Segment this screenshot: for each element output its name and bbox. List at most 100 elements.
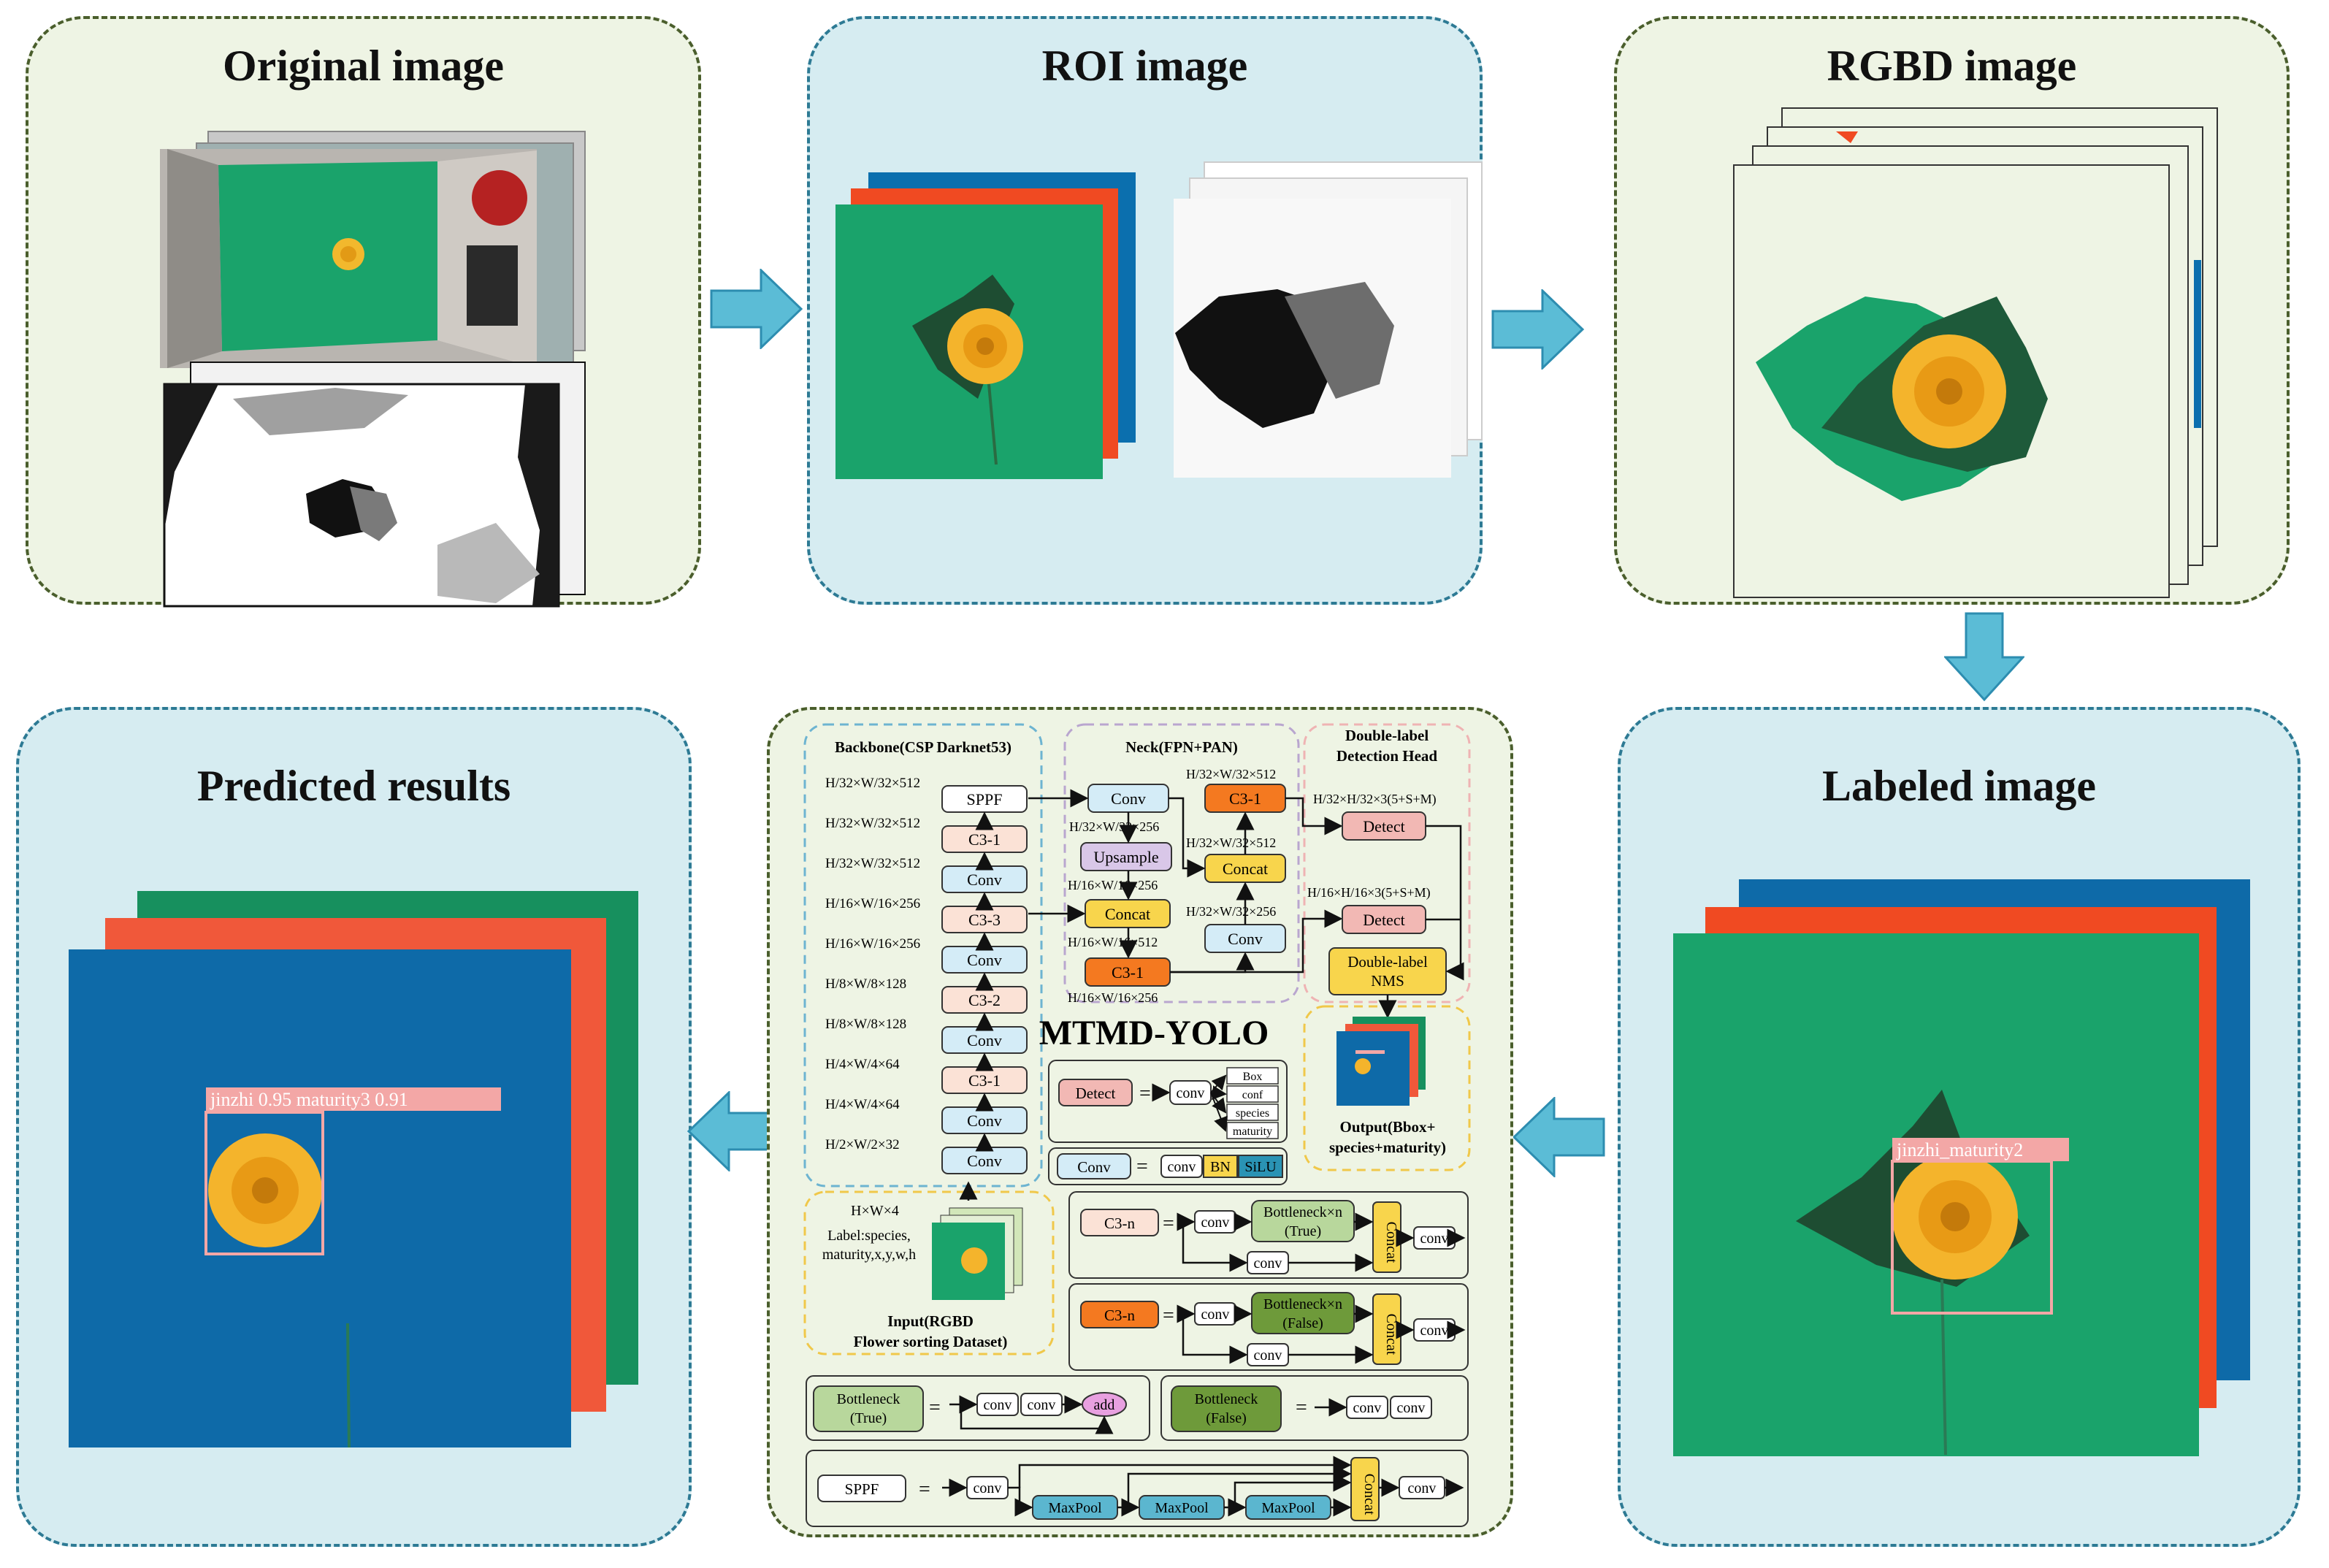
backbone-title: Backbone(CSP Darknet53) xyxy=(835,738,1011,756)
svg-text:conv: conv xyxy=(1201,1215,1230,1231)
svg-text:=: = xyxy=(1136,1155,1148,1178)
backbone-block-label: C3-2 xyxy=(968,991,1001,1009)
arrow-right-2 xyxy=(1491,289,1585,370)
svg-text:conv: conv xyxy=(974,1480,1002,1496)
roi-depth-gray xyxy=(1285,282,1394,399)
svg-text:H/16×W/16×512: H/16×W/16×512 xyxy=(1068,935,1158,949)
svg-text:conv: conv xyxy=(1177,1085,1205,1101)
detect-output-label: maturity xyxy=(1233,1125,1272,1138)
head-title-1: Double-label xyxy=(1345,727,1429,744)
backbone-block-label: Conv xyxy=(967,1152,1002,1170)
svg-text:H/16×H/16×3(5+S+M): H/16×H/16×3(5+S+M) xyxy=(1307,885,1431,900)
red-bucket xyxy=(472,170,527,226)
output-title-2: species+maturity) xyxy=(1329,1139,1446,1156)
head-title-2: Detection Head xyxy=(1336,747,1438,765)
pred-bbox xyxy=(204,1111,324,1255)
svg-text:conv: conv xyxy=(1168,1159,1196,1175)
input-section xyxy=(803,1190,1055,1355)
rgbd-image-panel: RGBD image xyxy=(1614,16,2290,605)
svg-text:Bottleneck×n: Bottleneck×n xyxy=(1263,1204,1342,1220)
svg-text:Double-label: Double-label xyxy=(1347,953,1428,971)
svg-text:Bottleneck: Bottleneck xyxy=(1195,1391,1258,1407)
svg-text:Concat: Concat xyxy=(1383,1314,1399,1355)
head-detect-1-label: Detect xyxy=(1363,817,1404,835)
svg-text:conv: conv xyxy=(1420,1323,1449,1339)
legend-c3-true: C3-n = conv Bottleneck×n (True) conv Con… xyxy=(1068,1191,1469,1279)
arrow-right-1 xyxy=(710,269,803,349)
backbone-block-label: Conv xyxy=(967,871,1002,889)
svg-text:H/32×H/32×3(5+S+M): H/32×H/32×3(5+S+M) xyxy=(1313,792,1437,807)
detect-output-arrow xyxy=(1210,1085,1227,1101)
roi-image-stack xyxy=(835,161,1483,479)
svg-text:MaxPool: MaxPool xyxy=(1261,1500,1315,1516)
svg-text:H/32×W/32×256: H/32×W/32×256 xyxy=(1069,819,1159,834)
detect-output-label: Box xyxy=(1243,1071,1263,1083)
person-legs xyxy=(467,245,518,326)
mtmd-yolo-diagram: Backbone(CSP Darknet53) Neck(FPN+PAN) Do… xyxy=(803,723,1471,1527)
svg-text:(False): (False) xyxy=(1206,1410,1247,1426)
arrow-down xyxy=(1944,612,2024,702)
backbone-dim-label: H/2×W/2×32 xyxy=(825,1137,900,1152)
neck-concat-1-label: Concat xyxy=(1105,905,1150,923)
backbone-block-label: SPPF xyxy=(967,790,1003,808)
backbone-dim-label: H/32×W/32×512 xyxy=(825,816,920,831)
output-title-1: Output(Bbox+ xyxy=(1339,1118,1435,1136)
backbone-dim-label: H/4×W/4×64 xyxy=(825,1097,900,1112)
detect-output-label: conf xyxy=(1242,1089,1263,1101)
svg-text:Concat: Concat xyxy=(1383,1222,1399,1263)
svg-text:H×W×4: H×W×4 xyxy=(851,1203,899,1219)
svg-text:conv: conv xyxy=(1254,1347,1282,1364)
neck-c3-b-label: C3-1 xyxy=(1229,789,1261,808)
backbone-block-label: C3-3 xyxy=(968,911,1001,929)
backbone-dim-label: H/4×W/4×64 xyxy=(825,1057,900,1072)
svg-text:add: add xyxy=(1094,1397,1115,1413)
backbone-block-label: C3-1 xyxy=(968,830,1001,849)
svg-text:(True): (True) xyxy=(1285,1223,1321,1239)
svg-text:H/32×W/32×512: H/32×W/32×512 xyxy=(1186,767,1276,781)
neck-title: Neck(FPN+PAN) xyxy=(1125,738,1238,756)
backbone-block-label: Conv xyxy=(967,1031,1002,1049)
depth-dark-left xyxy=(164,384,218,530)
svg-text:C3-n: C3-n xyxy=(1104,1215,1136,1232)
svg-text:BN: BN xyxy=(1210,1159,1231,1175)
svg-text:Concat: Concat xyxy=(1361,1474,1377,1515)
backbone-section xyxy=(803,723,1043,1188)
svg-text:conv: conv xyxy=(984,1397,1012,1413)
svg-text:Flower sorting Dataset): Flower sorting Dataset) xyxy=(854,1333,1008,1350)
lab-label: jinzhi_maturity2 xyxy=(1896,1139,2023,1160)
original-image-stack xyxy=(160,131,586,608)
rgbd-image-stack xyxy=(1733,107,2218,598)
model-title: MTMD-YOLO xyxy=(1039,1014,1269,1052)
svg-text:MaxPool: MaxPool xyxy=(1155,1500,1209,1516)
svg-text:SPPF: SPPF xyxy=(845,1480,879,1498)
lab-label-bg xyxy=(1892,1138,2069,1161)
panel-title: Original image xyxy=(223,42,504,90)
svg-text:MaxPool: MaxPool xyxy=(1048,1500,1102,1516)
svg-text:Input(RGBD: Input(RGBD xyxy=(887,1312,974,1330)
panel-title: Predicted results xyxy=(196,762,511,810)
neck-blocks: Conv Upsample Concat C3-1 C3-1 Concat Co… xyxy=(1080,784,1286,987)
green-backdrop xyxy=(218,161,437,351)
pred-label-bg xyxy=(206,1087,501,1111)
legend-bottleneck-false: Bottleneck (False) = conv conv xyxy=(1160,1375,1469,1441)
svg-text:conv: conv xyxy=(1397,1400,1426,1416)
backbone-block-label: Conv xyxy=(967,1112,1002,1130)
legend-c3-false: C3-n = conv Bottleneck×n (False) conv Co… xyxy=(1068,1283,1469,1371)
svg-text:C3-n: C3-n xyxy=(1104,1307,1136,1324)
arrow-left-2 xyxy=(687,1091,780,1171)
svg-text:Bottleneck: Bottleneck xyxy=(837,1391,900,1407)
head-detect-2-label: Detect xyxy=(1363,911,1404,929)
panel-title: RGBD image xyxy=(1827,42,2077,90)
depth-object-gray xyxy=(350,486,397,541)
labeled-image-stack: jinzhi_maturity2 xyxy=(1673,879,2250,1456)
svg-text:=: = xyxy=(1296,1396,1307,1419)
neck-conv-2-label: Conv xyxy=(1228,930,1263,948)
detect-output-box xyxy=(1226,1067,1279,1085)
pred-label: jinzhi 0.95 maturity3 0.91 xyxy=(210,1089,408,1110)
svg-text:=: = xyxy=(1163,1304,1174,1327)
mtmd-yolo-panel: Backbone(CSP Darknet53) Neck(FPN+PAN) Do… xyxy=(767,707,1513,1537)
detect-output-arrow xyxy=(1210,1074,1227,1093)
legend-bottleneck-true: Bottleneck (True) = conv conv add xyxy=(806,1375,1150,1441)
backbone-dim-label: H/16×W/16×256 xyxy=(825,896,920,911)
